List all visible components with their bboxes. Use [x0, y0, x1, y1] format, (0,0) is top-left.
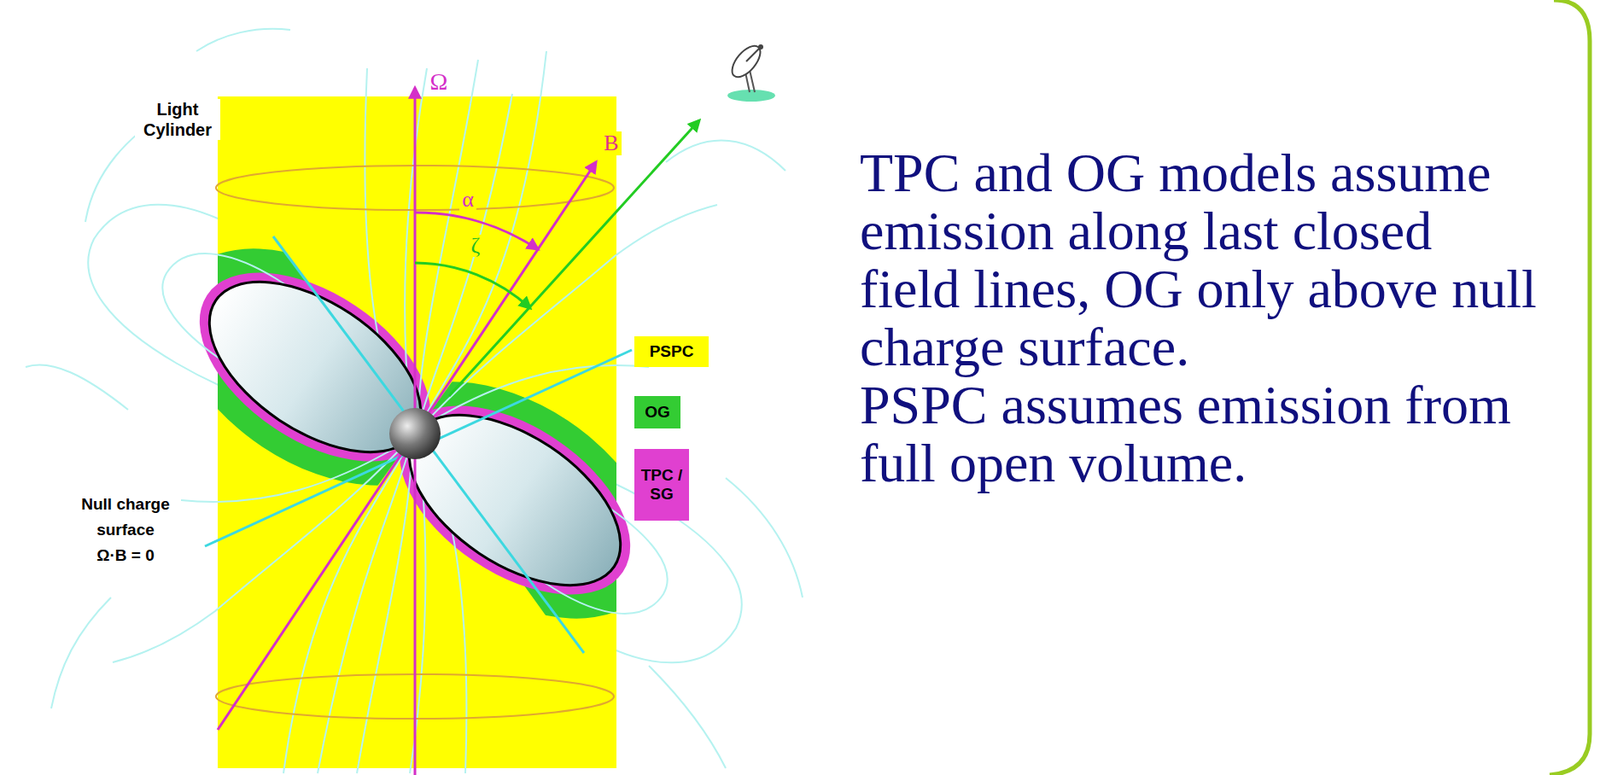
legend-swatch: OG — [634, 396, 681, 429]
region-label: Null charge surface — [70, 491, 182, 544]
closed-zone — [180, 247, 450, 487]
axis-label: Ω — [427, 69, 451, 95]
zeta-arc — [414, 262, 531, 309]
legend-label: OG — [644, 402, 671, 422]
region-label: Light Cylinder — [134, 99, 221, 141]
angle-label: ζ — [468, 234, 484, 257]
magnetic-axis — [217, 162, 596, 730]
angle-label: α — [459, 188, 477, 211]
legend-label: PSPC — [649, 342, 695, 362]
equation-label: Ω·B = 0 — [93, 543, 158, 569]
note-text: TPC and OG models assume emission along … — [859, 144, 1543, 377]
legend-label: TPC / SG — [638, 466, 685, 504]
neutron-star — [389, 408, 441, 460]
legend-swatch: PSPC — [634, 336, 709, 368]
line-of-sight — [449, 120, 700, 397]
closed-zone — [379, 380, 650, 620]
legend-swatch: TPC / SG — [634, 449, 690, 521]
note-text: PSPC assumes emission from full open vol… — [859, 376, 1543, 493]
null-charge-line — [204, 350, 632, 547]
slide-frame — [1549, 0, 1590, 775]
axis-label: B — [601, 131, 621, 156]
radio-telescope-icon — [726, 40, 776, 102]
